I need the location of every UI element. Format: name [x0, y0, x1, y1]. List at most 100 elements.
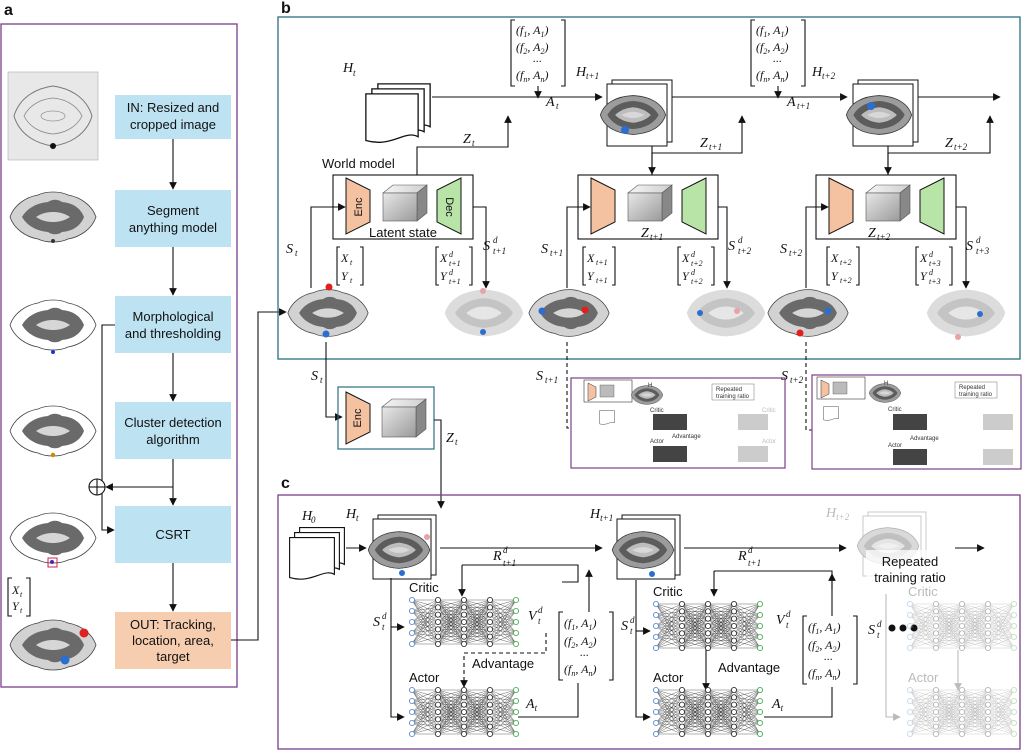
- actor-label-3: Actor: [908, 670, 939, 685]
- svg-text:Y: Y: [341, 269, 349, 283]
- svg-text:(f1, A1): (f1, A1): [756, 23, 788, 39]
- svg-text:...: ...: [533, 51, 542, 65]
- svg-text:X: X: [681, 251, 690, 265]
- svg-text:0: 0: [311, 515, 316, 525]
- svg-text:algorithm: algorithm: [146, 432, 199, 447]
- svg-text:S: S: [311, 369, 318, 384]
- svg-text:t+2: t+2: [738, 246, 752, 256]
- svg-text:d: d: [493, 235, 498, 245]
- svg-text:A: A: [786, 95, 796, 110]
- svg-text:t+1: t+1: [797, 101, 810, 111]
- svg-text:S: S: [536, 369, 543, 384]
- svg-text:S: S: [541, 242, 548, 257]
- svg-text:IN: Resized and: IN: Resized and: [127, 100, 220, 115]
- advantage-label-2: Advantage: [718, 660, 780, 675]
- svg-text:and thresholding: and thresholding: [125, 326, 221, 341]
- advantage-label-1: Advantage: [472, 656, 534, 671]
- raw-input-image: [7, 71, 99, 161]
- xy-y: Y: [12, 599, 20, 613]
- svg-text:t+2: t+2: [691, 259, 703, 268]
- output-image: [9, 619, 97, 671]
- svg-text:(f2, A2): (f2, A2): [564, 634, 596, 650]
- svg-text:Y: Y: [920, 269, 928, 283]
- svg-text:d: d: [748, 545, 753, 555]
- svg-text:d: d: [976, 235, 981, 245]
- repeated-label-1: Repeated: [882, 554, 938, 569]
- observation-ht1-c: Ht+1: [589, 507, 681, 580]
- svg-text:...: ...: [773, 51, 782, 65]
- svg-text:t: t: [356, 513, 359, 523]
- svg-text:X: X: [830, 251, 839, 265]
- svg-text:t+1: t+1: [709, 142, 722, 152]
- svg-text:t+1: t+1: [586, 71, 599, 81]
- svg-text:t+1: t+1: [550, 248, 563, 258]
- svg-text:CSRT: CSRT: [155, 527, 190, 542]
- csrt-image: [9, 512, 97, 564]
- svg-text:d: d: [738, 235, 743, 245]
- svg-text:t: t: [556, 101, 559, 111]
- neural-networks: [408, 596, 1018, 738]
- svg-text:H: H: [575, 65, 587, 80]
- svg-text:t: t: [20, 606, 23, 615]
- svg-text:t+1: t+1: [545, 375, 558, 385]
- svg-text:t: t: [786, 620, 789, 630]
- panel-b: b H t (f1, A1) (f2, A2) ... (fn, An) A t: [277, 0, 1021, 360]
- svg-text:Morphological: Morphological: [133, 309, 214, 324]
- svg-text:Advantage: Advantage: [672, 434, 701, 440]
- svg-text:Repeated: Repeated: [959, 385, 985, 391]
- latent-state-label: Latent state: [369, 225, 437, 240]
- svg-text:t: t: [350, 258, 353, 267]
- world-model-label: World model: [322, 156, 395, 171]
- svg-text:t+1: t+1: [449, 277, 461, 286]
- critic-label-1: Critic: [409, 580, 439, 595]
- step-input: [115, 95, 231, 139]
- svg-text:t+1: t+1: [596, 276, 608, 285]
- svg-text:(f2, A2): (f2, A2): [808, 638, 840, 654]
- svg-text:A: A: [545, 95, 555, 110]
- svg-text:S: S: [621, 619, 628, 634]
- svg-text:target: target: [156, 649, 190, 664]
- actor-net-3: [906, 686, 1018, 738]
- svg-text:t+1: t+1: [596, 258, 608, 267]
- svg-text:S: S: [868, 623, 875, 638]
- svg-text:cropped image: cropped image: [130, 117, 216, 132]
- svg-text:(f1, A1): (f1, A1): [564, 616, 596, 632]
- svg-text:S: S: [780, 242, 787, 257]
- svg-text:Z: Z: [463, 132, 471, 147]
- svg-text:H: H: [342, 61, 354, 76]
- svg-text:t: t: [320, 375, 323, 385]
- step-cluster: [115, 402, 231, 459]
- svg-text:t: t: [295, 248, 298, 258]
- svg-text:Enc: Enc: [353, 197, 365, 216]
- state-images: [287, 283, 1006, 340]
- panel-a: a X t Y t IN: R: [0, 2, 287, 688]
- svg-text:Segment: Segment: [147, 203, 199, 218]
- svg-text:t+2: t+2: [840, 276, 852, 285]
- svg-text:Advantage: Advantage: [910, 436, 939, 442]
- panel-c-letter: c: [281, 475, 290, 492]
- panel-c-border: [277, 494, 1021, 750]
- actor-net-1: [408, 686, 520, 738]
- svg-text:X: X: [919, 251, 928, 265]
- observation-ht2: H t+2: [811, 65, 919, 147]
- critic-net-2: [652, 600, 764, 652]
- svg-text:t+1: t+1: [748, 558, 761, 568]
- critic-label-2: Critic: [653, 584, 683, 599]
- step-csrt: [115, 506, 231, 563]
- svg-text:Z: Z: [868, 226, 876, 241]
- svg-text:Actor: Actor: [762, 439, 776, 445]
- svg-text:t: t: [382, 622, 385, 632]
- svg-text:t: t: [353, 68, 356, 78]
- action-list-c1: (f1, A1) (f2, A2) ... (fn, An): [558, 611, 614, 681]
- critic-net-1: [408, 596, 520, 648]
- svg-text:X: X: [439, 251, 448, 265]
- svg-text:OUT: Tracking,: OUT: Tracking,: [130, 617, 216, 632]
- svg-text:t+1: t+1: [493, 246, 506, 256]
- xy-x: X: [11, 583, 20, 597]
